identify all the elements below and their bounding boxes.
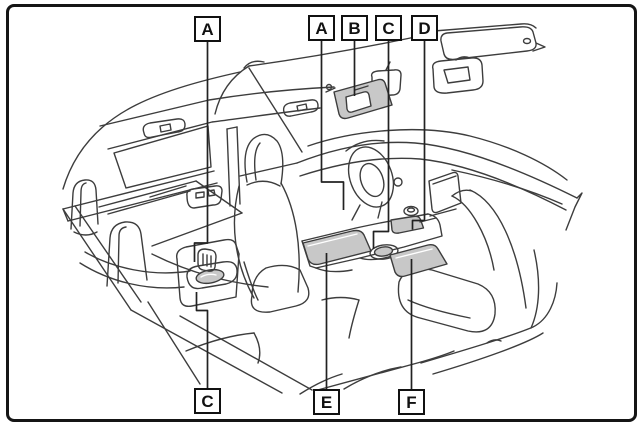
start-button: [393, 177, 403, 187]
sun-visor: [325, 78, 393, 120]
callout-box-b: B: [341, 15, 368, 41]
cup-holder: [369, 244, 399, 260]
passenger-floor-mat: [389, 243, 448, 278]
center-display: [428, 171, 462, 214]
callout-letter: F: [406, 392, 417, 412]
rear-outlet-panel: [197, 248, 217, 272]
steering-wheel: [347, 146, 395, 221]
rear-side-window: [113, 125, 212, 189]
callout-box-c-front: C: [375, 15, 402, 41]
leader-lines: [193, 41, 426, 389]
callout-box-f: F: [398, 389, 425, 415]
callout-box-a-rear: A: [194, 16, 221, 42]
sunroof-outline: [433, 23, 546, 61]
floor-lines: [130, 296, 455, 395]
callout-letter: E: [320, 392, 333, 412]
rear-seats: [70, 179, 243, 289]
callout-letter: C: [201, 391, 214, 411]
callout-box-a-front: A: [308, 15, 335, 41]
leader-d: [411, 41, 426, 230]
rear-door-panel: [62, 162, 298, 311]
leader-a-rear: [193, 42, 209, 262]
callout-letter: A: [201, 19, 214, 39]
callout-letter: B: [348, 18, 361, 38]
window-switch-bezel: [186, 185, 223, 209]
shift-knob: [403, 205, 419, 217]
callout-box-d: D: [411, 15, 438, 41]
leader-a-front: [320, 41, 345, 210]
grab-handle-front: [282, 99, 319, 117]
storage-tray-e: [302, 229, 372, 266]
leader-c-front: [372, 41, 390, 249]
b-pillar: [226, 126, 241, 207]
callout-letter: C: [382, 18, 395, 38]
console-tray-d: [390, 215, 425, 234]
callout-letter: A: [315, 18, 328, 38]
callout-box-c-rear: C: [194, 388, 221, 414]
dashboard: [248, 67, 583, 231]
callout-letter: D: [418, 18, 431, 38]
driver-seat: [233, 133, 310, 313]
right-door-sill: [420, 249, 558, 375]
rear-console: [176, 238, 240, 308]
overhead-console: [431, 56, 484, 94]
callout-box-e: E: [313, 389, 340, 415]
grab-handle-rear: [142, 118, 186, 139]
leader-c-rear: [195, 292, 209, 388]
rear-console-recess: [186, 260, 238, 290]
